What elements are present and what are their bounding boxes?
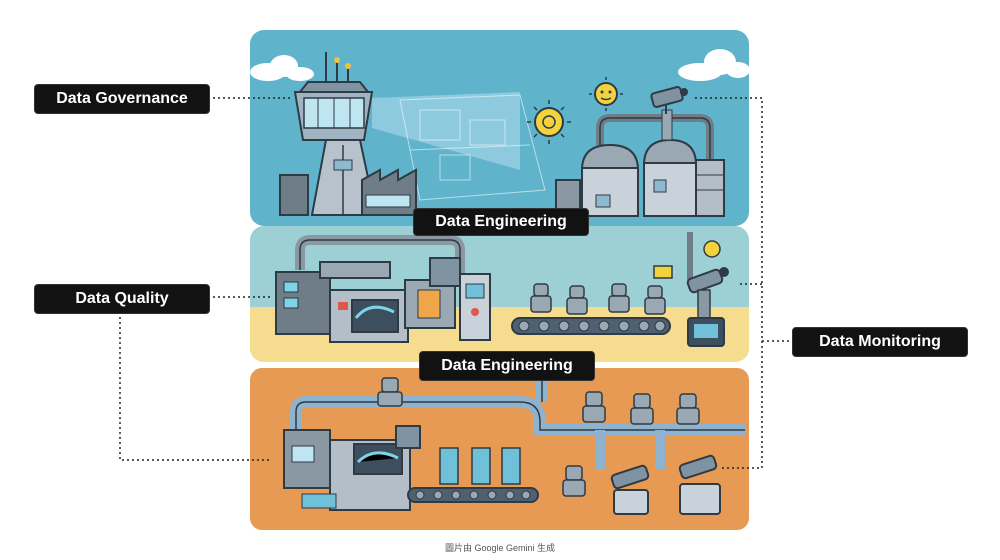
pipeline-network [290,362,745,470]
cloud-right [678,49,750,81]
factory-building [279,168,417,216]
conveyor-belt [511,317,671,335]
camera-icon [650,86,688,114]
connector-lines [119,97,792,469]
robot-group [530,265,673,315]
sun-icon [527,100,571,144]
worker-robots [377,377,700,497]
image-caption: 圖片由 Google Gemini 生成 [444,543,556,553]
sun-face-icon [589,77,623,111]
bottom-conveyor-belt [407,487,539,503]
telescope-camera-icon [686,232,729,347]
data-governance-label: Data Governance [34,84,210,114]
data-quality-label: Data Quality [34,284,210,314]
refinery-tanks [555,109,725,217]
blueprint-sketch [399,94,546,201]
data-engineering-top-label: Data Engineering [413,208,589,236]
quality-machinery [275,235,491,343]
data-monitoring-label: Data Monitoring [792,327,968,357]
processing-machine [283,425,421,511]
monitoring-camera-units [610,454,721,515]
control-tower [293,52,520,216]
data-engineering-bottom-label: Data Engineering [419,351,595,381]
water-cylinders [439,447,521,485]
cloud-left [250,55,314,81]
